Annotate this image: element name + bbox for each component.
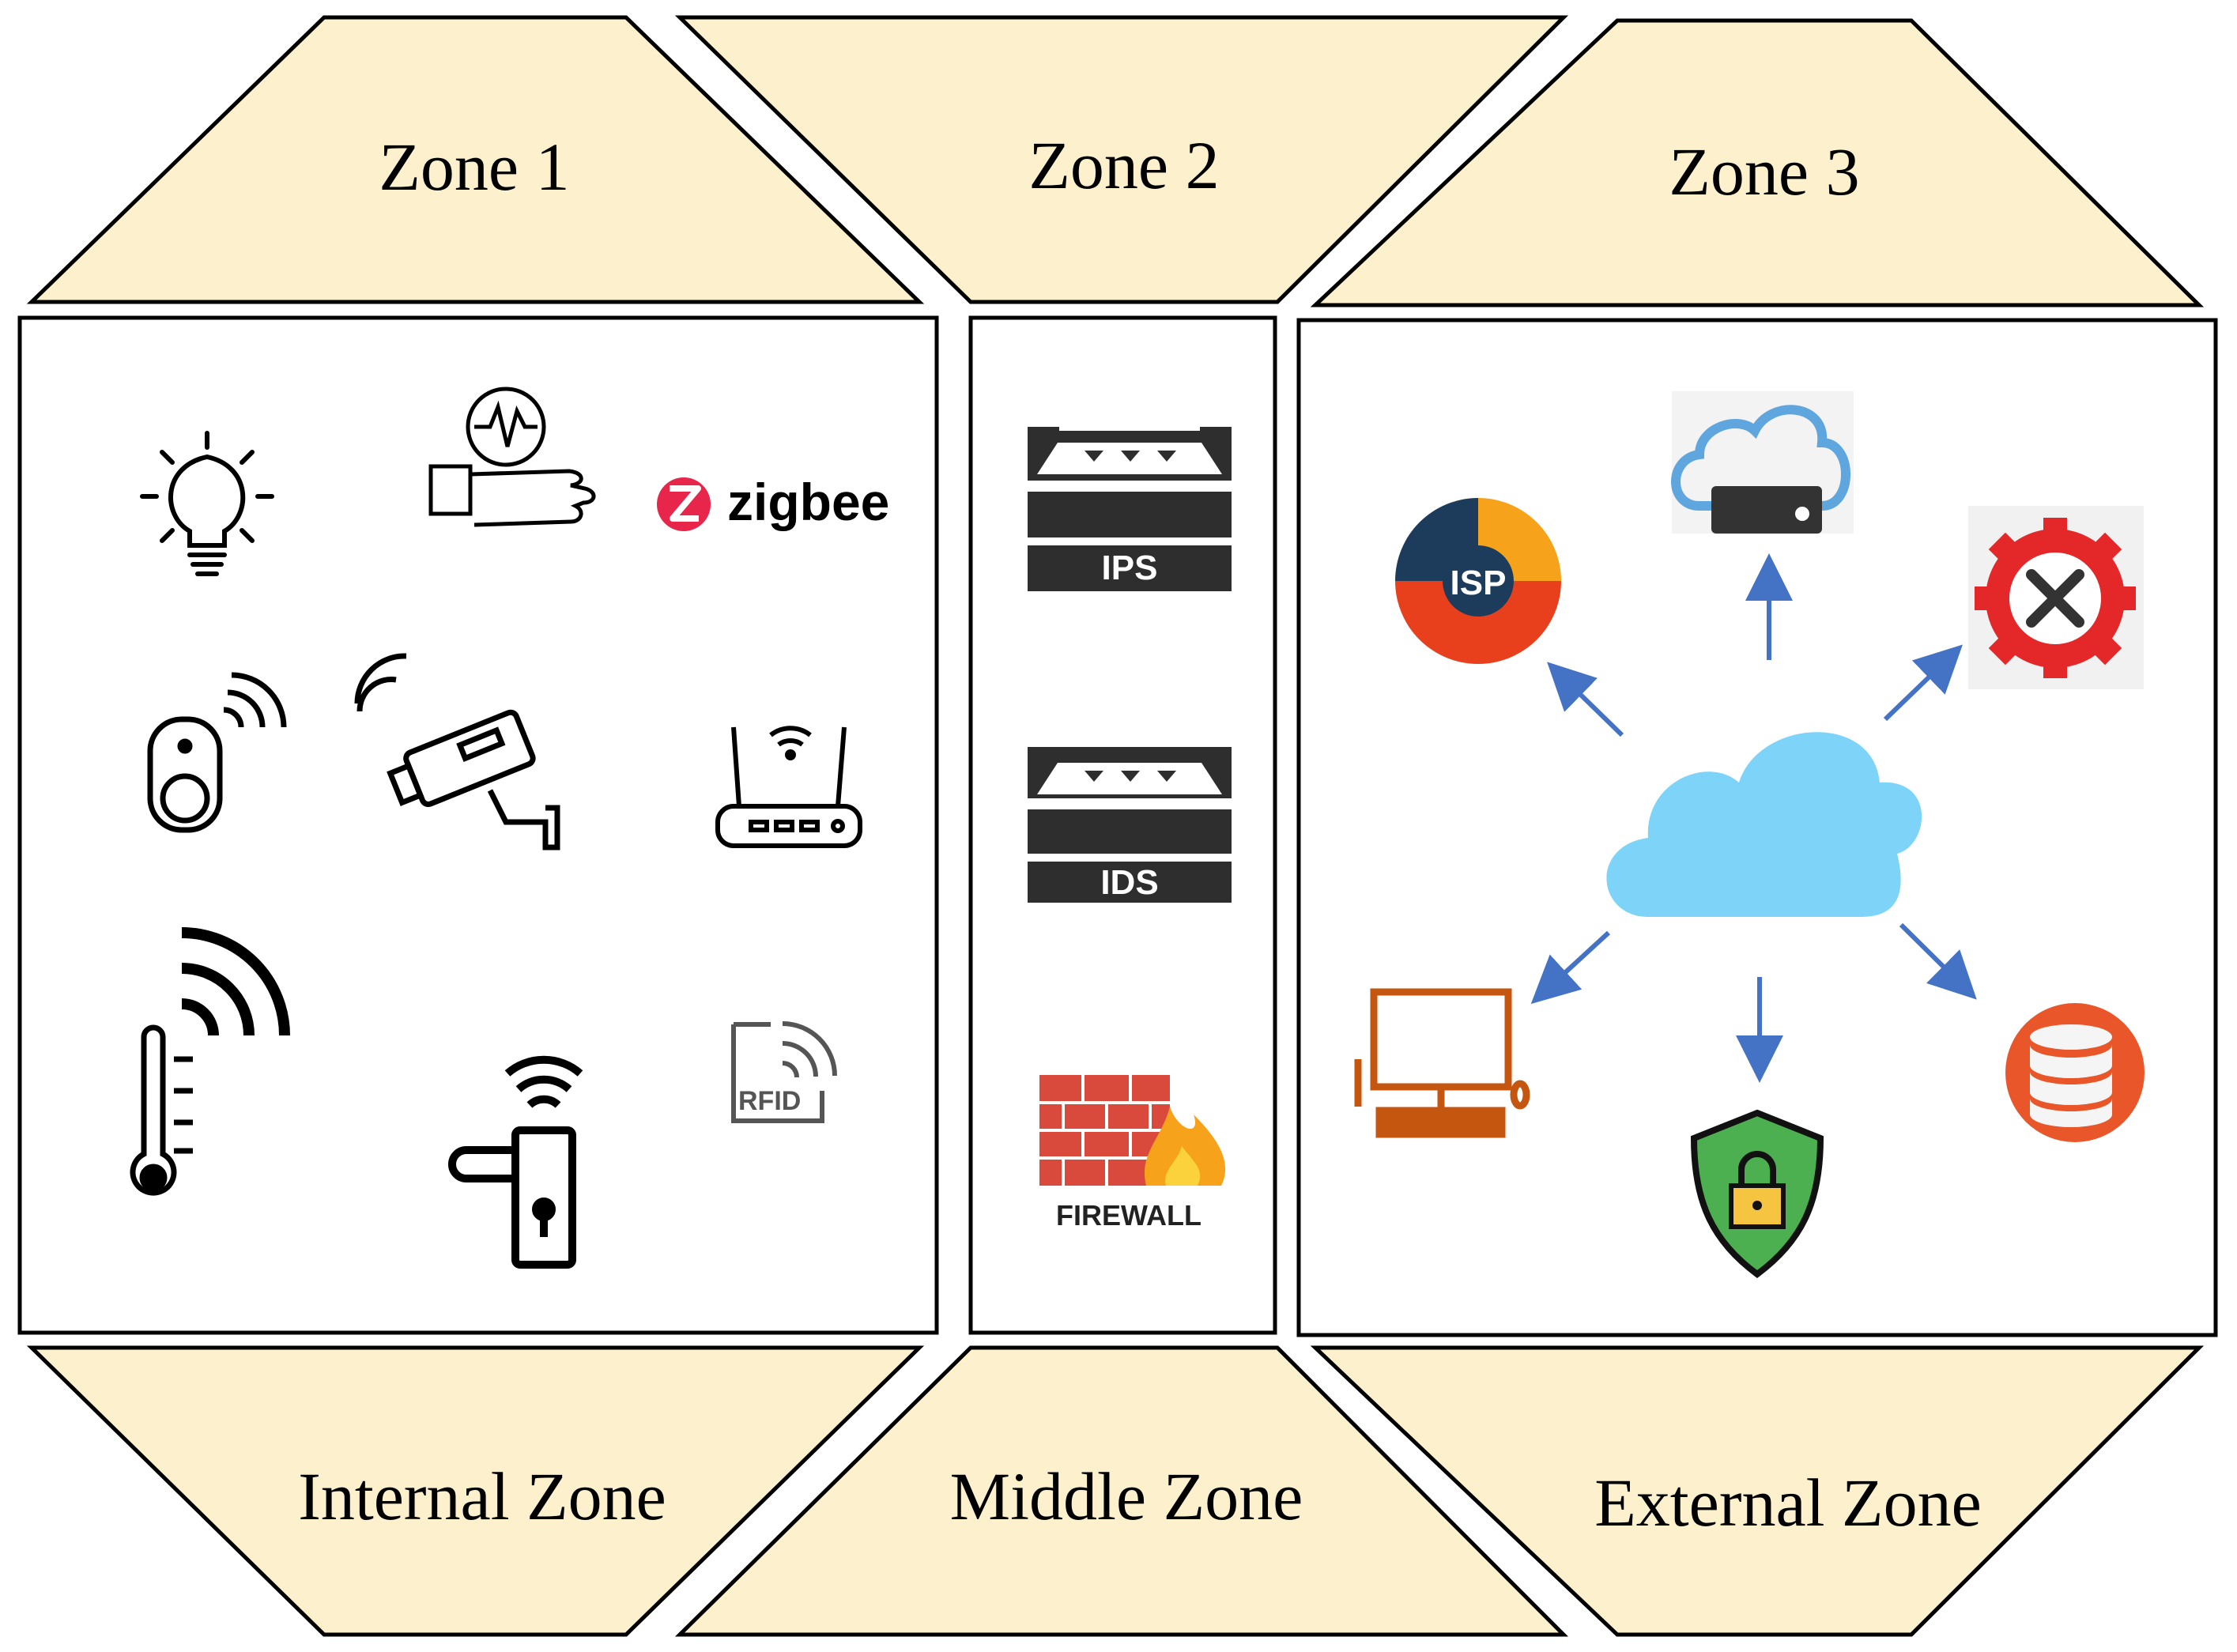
isp-badge: ISP <box>1395 498 1561 664</box>
ips-label: IPS <box>1102 549 1158 587</box>
database-icon <box>2005 1003 2145 1142</box>
connection-arrows <box>1530 553 1977 1083</box>
middle-zone-label: Middle Zone <box>950 1458 1303 1534</box>
zone-2-header-shape <box>674 15 1569 304</box>
zone-2-label: Zone 2 <box>1028 127 1219 203</box>
security-shield-icon <box>1690 1109 1824 1278</box>
wifi-router-icon <box>715 726 862 848</box>
middle-zone-footer-shape <box>674 1345 1569 1637</box>
zone-3-header-shape <box>1310 18 2205 307</box>
smart-plug-icon <box>147 672 287 833</box>
zone-3-label: Zone 3 <box>1669 134 1859 209</box>
firewall-icon: FIREWALL <box>1039 1075 1226 1231</box>
internal-zone-footer-shape <box>26 1345 925 1637</box>
ids-icon: IDS <box>1028 747 1232 903</box>
security-camera-icon <box>354 653 560 851</box>
external-zone-label: External Zone <box>1594 1465 1982 1541</box>
smart-thermometer-icon <box>130 927 290 1196</box>
external-zone-footer-shape <box>1310 1345 2205 1637</box>
rfid-text: RFID <box>738 1086 801 1116</box>
computer-icon <box>1354 988 1530 1138</box>
firewall-text: FIREWALL <box>1056 1199 1201 1231</box>
zone-1-header-shape <box>26 15 925 304</box>
ids-label: IDS <box>1100 863 1158 902</box>
internet-cloud-icon <box>1606 732 1922 917</box>
zigbee-text: zigbee <box>727 473 889 531</box>
zone-1-label: Zone 1 <box>379 129 569 205</box>
wearable-health-monitor-icon <box>428 387 596 527</box>
smart-door-lock-icon <box>448 1055 583 1269</box>
cloud-storage-icon <box>1671 391 1854 534</box>
internal-zone-label: Internal Zone <box>298 1458 666 1534</box>
settings-tools-icon <box>1968 506 2144 689</box>
rfid-icon: RFID <box>731 1021 837 1123</box>
light-bulb-icon <box>140 431 274 576</box>
ips-icon <box>1028 427 1232 537</box>
zigbee-logo-icon: zigbee <box>657 473 889 531</box>
isp-text: ISP <box>1450 564 1507 602</box>
